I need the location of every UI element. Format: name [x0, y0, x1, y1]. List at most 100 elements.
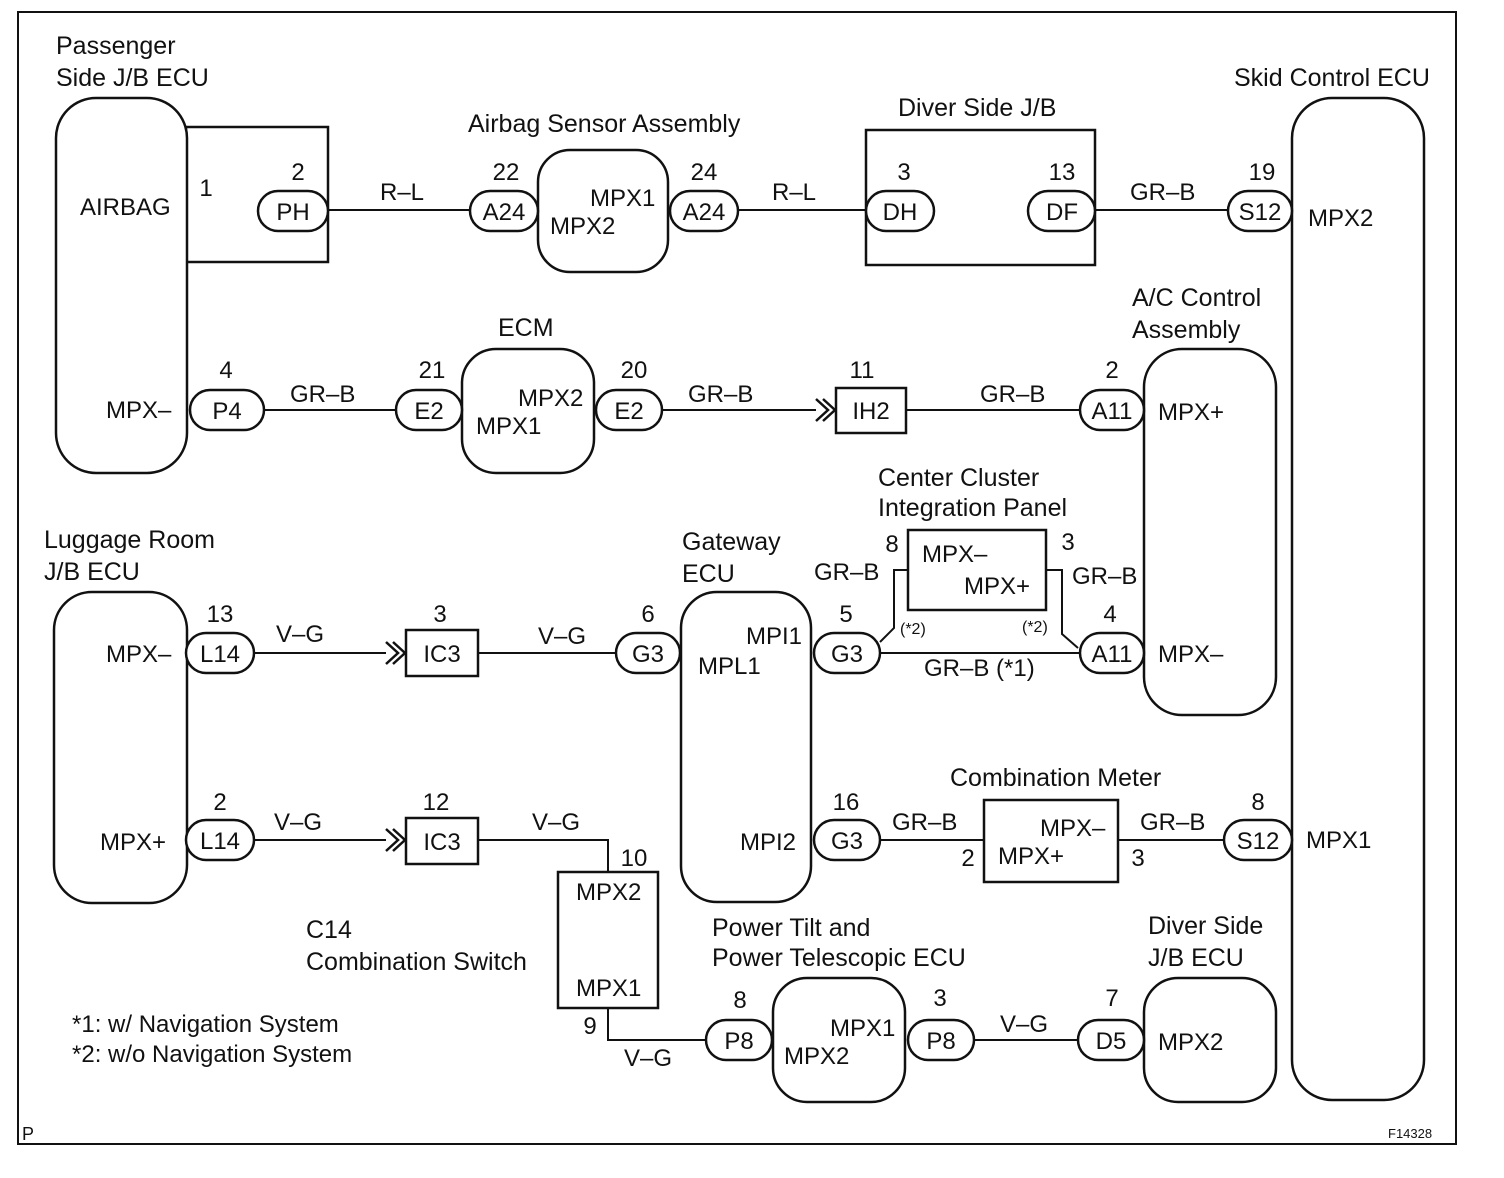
- terminal-mpx2: MPX2: [1308, 205, 1373, 232]
- connector-code: G3: [632, 641, 664, 668]
- pin-number: 6: [641, 601, 654, 628]
- connector-code: L14: [200, 641, 240, 668]
- terminal-mpx-plus: MPX+: [100, 829, 166, 856]
- wire-color-label: GR–B: [980, 381, 1045, 408]
- pin-number: 9: [583, 1013, 596, 1040]
- connector-code: S12: [1237, 828, 1280, 855]
- diver-jb-title: Diver Side J/B: [898, 94, 1056, 122]
- pin-number: 19: [1249, 159, 1276, 186]
- terminal-mpx1: MPX1: [476, 413, 541, 440]
- wire-color-label: GR–B (*1): [924, 655, 1035, 682]
- wire-color-label: V–G: [538, 623, 586, 650]
- skid-ecu-title: Skid Control ECU: [1234, 64, 1430, 92]
- ic3-junction-bottom: [404, 816, 480, 866]
- pin-number: 3: [933, 985, 946, 1012]
- connector-code: G3: [831, 828, 863, 855]
- terminal-mpi2: MPI2: [740, 829, 796, 856]
- chevron-icon: [384, 640, 407, 666]
- connector-a24-right: [668, 189, 740, 233]
- wire-color-label: V–G: [532, 809, 580, 836]
- terminal-mpx2: MPX2: [550, 213, 615, 240]
- connector-code: PH: [276, 199, 309, 226]
- ac-control-title-2: Assembly: [1132, 316, 1241, 344]
- connector-code: P8: [724, 1028, 753, 1055]
- power-tilt-title-2: Power Telescopic ECU: [712, 944, 966, 972]
- pin-number: 20: [621, 357, 648, 384]
- connector-g3-bottom: [812, 818, 882, 862]
- connector-code: G3: [831, 641, 863, 668]
- wire-color-label: GR–B: [290, 381, 355, 408]
- connector-code: D5: [1096, 1028, 1127, 1055]
- connector-a11-top: [1078, 388, 1146, 432]
- passenger-jb-title-1: Passenger: [56, 32, 176, 60]
- figure-number: F14328: [1388, 1126, 1432, 1141]
- airbag-sensor-title: Airbag Sensor Assembly: [468, 110, 741, 138]
- terminal-mpx-minus: MPX–: [106, 641, 172, 668]
- center-cluster-title-2: Integration Panel: [878, 494, 1067, 522]
- connector-pills: [184, 189, 1294, 1062]
- wire-color-label: GR–B: [1072, 563, 1137, 590]
- wire-color-label: R–L: [380, 179, 424, 206]
- connector-e2-right: [594, 388, 664, 432]
- luggage-jb-title-1: Luggage Room: [44, 526, 215, 554]
- combination-meter: [982, 798, 1120, 884]
- pin-number: 2: [1105, 357, 1118, 384]
- connector-s12-bottom: [1222, 818, 1294, 862]
- pin-number: 8: [885, 531, 898, 558]
- footnotes: *1: w/ Navigation System *2: w/o Navigat…: [22, 1011, 1432, 1144]
- combination-switch: [556, 870, 660, 1010]
- corner-code-left: P: [22, 1124, 34, 1144]
- pin-number: 1: [199, 175, 212, 202]
- diver-jb-ecu-title-2: J/B ECU: [1148, 944, 1244, 972]
- connector-code: E2: [614, 398, 643, 425]
- connector-code: IH2: [852, 398, 889, 425]
- connector-code: L14: [200, 828, 240, 855]
- pin-number: 3: [1131, 845, 1144, 872]
- connector-d5: [1076, 1018, 1146, 1062]
- pin-number: 21: [419, 357, 446, 384]
- wire-color-label: GR–B: [814, 559, 879, 586]
- connector-df: [1026, 189, 1097, 233]
- connector-code: A24: [683, 199, 726, 226]
- connector-code: A11: [1092, 398, 1133, 425]
- connector-l14-top: [184, 631, 256, 675]
- pin-number: 22: [493, 159, 520, 186]
- connector-code: A11: [1092, 641, 1133, 668]
- pin-number: 13: [1049, 159, 1076, 186]
- wire-note: (*2): [900, 621, 926, 638]
- terminal-mpx-plus: MPX+: [998, 843, 1064, 870]
- connector-code: DF: [1046, 199, 1078, 226]
- component-titles: Passenger Side J/B ECU Airbag Sensor Ass…: [44, 32, 1430, 976]
- wire-color-label: GR–B: [1140, 809, 1205, 836]
- gateway-ecu: [679, 590, 813, 904]
- terminal-mpx2: MPX2: [1158, 1029, 1223, 1056]
- pin-number: 2: [961, 845, 974, 872]
- connector-chevrons: [222, 197, 1025, 853]
- terminal-mpl1: MPL1: [698, 653, 761, 680]
- wire-note: (*2): [1022, 619, 1048, 636]
- combination-switch-title-2: Combination Switch: [306, 948, 527, 976]
- terminal-mpx1: MPX1: [830, 1015, 895, 1042]
- connector-code: S12: [1239, 199, 1282, 226]
- connector-code: IC3: [423, 641, 460, 668]
- pin-number: 4: [1103, 601, 1116, 628]
- passenger-jb-ecu: [54, 96, 189, 475]
- terminal-mpx1: MPX1: [576, 975, 641, 1002]
- wire-color-label: V–G: [274, 809, 322, 836]
- combination-switch-title-1: C14: [306, 916, 352, 944]
- connector-code: IC3: [423, 829, 460, 856]
- terminal-mpi1: MPI1: [746, 623, 802, 650]
- pin-number: 4: [219, 357, 232, 384]
- connector-dh: [864, 189, 936, 233]
- footnote-1: *1: w/ Navigation System: [72, 1011, 339, 1038]
- pin-number: 2: [291, 159, 304, 186]
- center-cluster-panel: [906, 528, 1048, 612]
- connector-code: DH: [883, 199, 918, 226]
- pin-number: 11: [850, 357, 875, 384]
- terminal-labels: AIRBAG MPX– MPX1 MPX2 MPX2 MPX1 MPX2 MPX…: [80, 185, 1373, 1070]
- connector-ph: [256, 189, 330, 233]
- connector-codes: PH A24 A24 DH DF S12 P4 E2 E2 IH2 A11 L1…: [200, 199, 1281, 1055]
- pin-number: 8: [1251, 789, 1264, 816]
- footnote-2: *2: w/o Navigation System: [72, 1041, 352, 1068]
- connector-code: P4: [212, 398, 241, 425]
